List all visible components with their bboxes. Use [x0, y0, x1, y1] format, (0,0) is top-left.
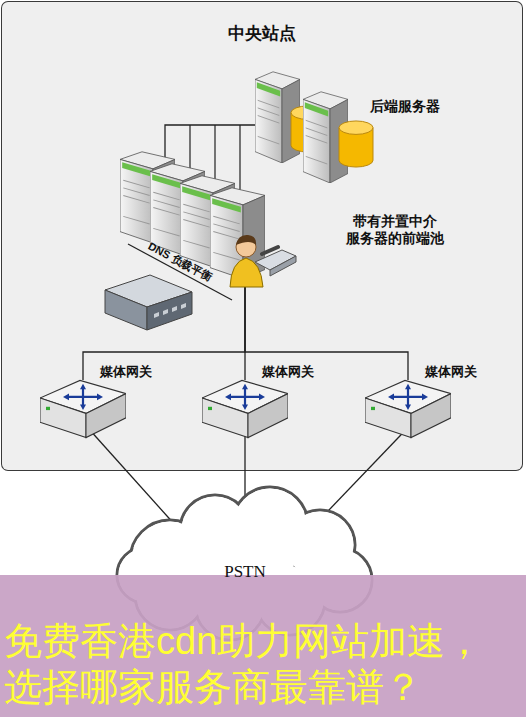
connector-line — [319, 432, 403, 520]
node-label: 带有并置中介 服务器的前端池 — [345, 213, 445, 247]
connector-line — [244, 432, 245, 520]
site-title: 中央站点 — [2, 24, 522, 44]
node-label: 后端服务器 — [370, 98, 440, 115]
site-boundary: 中央站点后端服务器带有并置中介 服务器的前端池媒体网关媒体网关媒体网关 — [2, 2, 522, 470]
server-group: 后端服务器 — [255, 65, 455, 175]
network-cloud: PSTN — [125, 520, 365, 610]
cloud-fill — [119, 489, 371, 639]
server-pool: 带有并置中介 服务器的前端池 — [115, 178, 460, 285]
gateway-device: 媒体网关 — [202, 380, 288, 432]
network-name: PSTN — [125, 562, 365, 582]
node-label: 媒体网关 — [425, 364, 477, 380]
connector-line — [83, 285, 245, 380]
node-label: 媒体网关 — [100, 364, 152, 380]
connector-line — [92, 432, 171, 520]
watermark-band — [0, 575, 526, 717]
node-label: 媒体网关 — [262, 364, 314, 380]
connector-line — [165, 125, 255, 178]
gateway-device: 媒体网关 — [40, 380, 126, 432]
watermark-text: 免费香港cdn助力网站加速， 选择哪家服务商最靠谱？ — [4, 618, 509, 710]
cloud-outline — [117, 487, 372, 640]
connector-line — [245, 285, 408, 380]
connector-line — [244, 285, 245, 380]
gateway-device: 媒体网关 — [365, 380, 451, 432]
